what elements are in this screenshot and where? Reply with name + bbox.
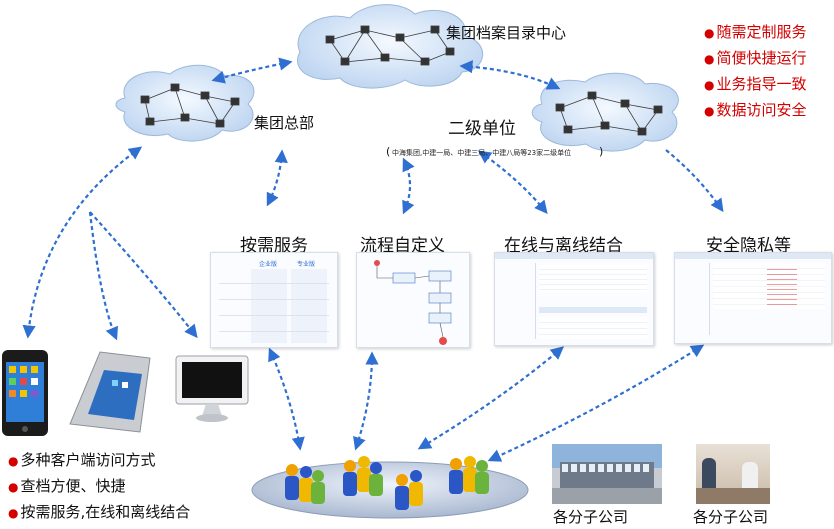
module-title-on-demand: 按需服务 (240, 236, 308, 256)
edition-label-enterprise: 企业版 (259, 261, 278, 268)
subsidiary-photo-office (696, 444, 770, 504)
feature-item: ●数据访问安全 (704, 101, 807, 119)
feature-item: ●业务指导一致 (704, 75, 807, 93)
subsidiary-caption-1: 各分子公司 (553, 508, 629, 526)
network-hq (140, 83, 240, 128)
secondary-note: 中海集团,中建一局、中建三局、中建八局等23家二级单位 (392, 149, 572, 157)
client-point-item: ●多种客户端访问方式 (8, 451, 156, 469)
module-title-workflow: 流程自定义 (360, 236, 445, 256)
on-demand-screenshot: 企业版 专业版 (210, 252, 338, 348)
feature-item: ●随需定制服务 (704, 23, 807, 41)
client-point-item: ●按需服务,在线和离线结合 (8, 503, 191, 521)
online-offline-screenshot (494, 252, 654, 346)
cloud-center (297, 4, 484, 89)
workflow-screenshot (356, 252, 470, 348)
hq-cloud-label: 集团总部 (254, 114, 315, 132)
security-screenshot (674, 252, 832, 344)
edition-label-pro: 专业版 (297, 261, 316, 268)
network-secondary (555, 91, 663, 136)
center-cloud-label: 集团档案目录中心 (446, 24, 567, 42)
feature-item: ●简便快捷运行 (704, 49, 807, 67)
subsidiary-photo-building (552, 444, 662, 504)
network-center (325, 25, 455, 66)
flowchart (374, 260, 452, 345)
module-title-online-offline: 在线与离线结合 (504, 236, 623, 256)
subsidiary-caption-2: 各分子公司 (693, 508, 769, 526)
desktop-icon (175, 355, 249, 422)
module-title-security: 安全隐私等 (706, 236, 791, 256)
people-icon (285, 456, 489, 510)
client-points-list: ●多种客户端访问方式 ●查档方便、快捷 ●按需服务,在线和离线结合 (8, 448, 190, 526)
client-point-item: ●查档方便、快捷 (8, 477, 126, 495)
note-open-paren: ( (386, 145, 391, 158)
note-close-paren: ) (599, 145, 604, 158)
tablet-icon (69, 351, 151, 433)
secondary-cloud-label: 二级单位 (448, 119, 516, 139)
phone-icon (2, 350, 48, 436)
arrows (22, 57, 724, 462)
feature-list: ●随需定制服务 ●简便快捷运行 ●业务指导一致 ●数据访问安全 (704, 20, 807, 124)
